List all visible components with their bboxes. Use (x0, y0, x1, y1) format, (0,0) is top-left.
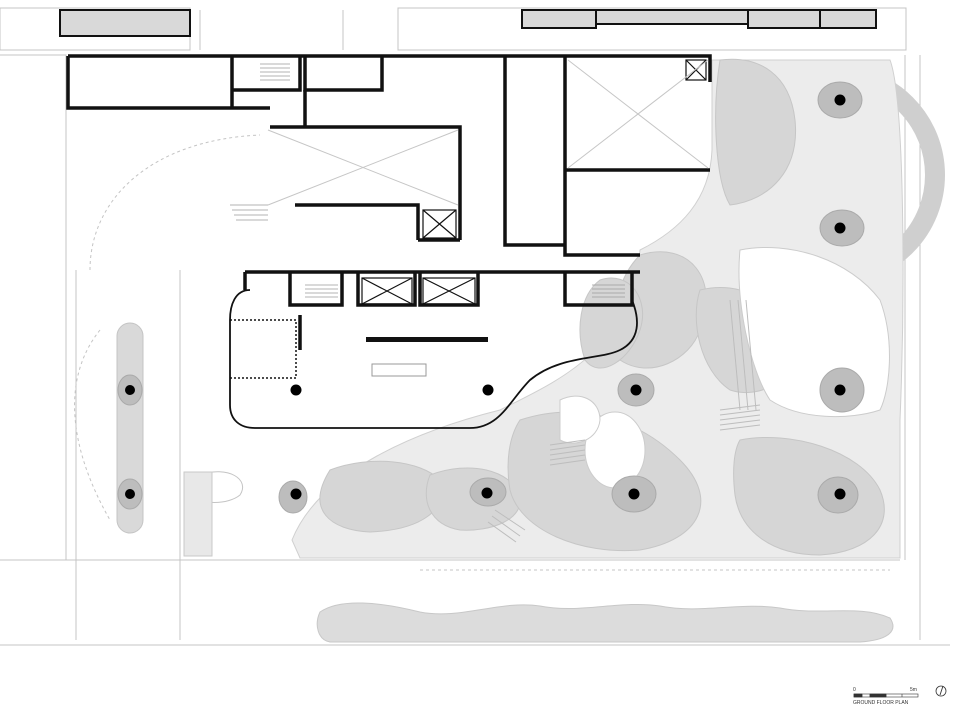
building-stairs (230, 63, 625, 298)
tree (117, 374, 143, 406)
planting-bed (319, 460, 443, 533)
tree-trunk (125, 489, 135, 499)
drawing-title: GROUND FLOOR PLAN (853, 700, 909, 706)
tree (469, 477, 507, 507)
tree-trunk (834, 222, 846, 234)
tree (819, 209, 865, 247)
planting-bed (733, 436, 885, 556)
linear-planter (116, 322, 144, 534)
reception-counter (366, 337, 488, 342)
tree-trunk (834, 488, 846, 500)
street-planting-strip (316, 602, 894, 643)
landscape-planting (116, 58, 945, 643)
scale-bar (853, 693, 919, 698)
planting-bed (715, 58, 797, 206)
building-shafts (361, 59, 707, 305)
tree (117, 478, 143, 510)
tree (819, 367, 865, 413)
site-context-lines (0, 7, 950, 646)
tree-trunk (834, 384, 846, 396)
tree-trunk (482, 384, 494, 396)
north-arrow-icon (935, 685, 947, 697)
scale-start-label: 0 (853, 687, 856, 693)
tree (617, 373, 655, 407)
tree (611, 475, 657, 513)
building-walls (66, 54, 712, 350)
tree (482, 384, 494, 396)
tree-trunk (125, 385, 135, 395)
scale-end-label: 5m (910, 687, 917, 693)
tree (817, 81, 863, 119)
neighbour-buildings (59, 9, 877, 37)
tree-trunk (481, 487, 493, 499)
tree-trunk (834, 94, 846, 106)
tree-trunk (290, 488, 302, 500)
tree-trunk (628, 488, 640, 500)
tree (290, 384, 302, 396)
drawing-legend: 0 5m GROUND FLOOR PLAN (853, 685, 947, 706)
tree-trunk (290, 384, 302, 396)
trees (117, 81, 865, 514)
tree (817, 476, 859, 514)
tree-trunk (630, 384, 642, 396)
void-crosses (267, 59, 709, 206)
tree (278, 480, 308, 514)
lobby-bench (371, 363, 427, 377)
